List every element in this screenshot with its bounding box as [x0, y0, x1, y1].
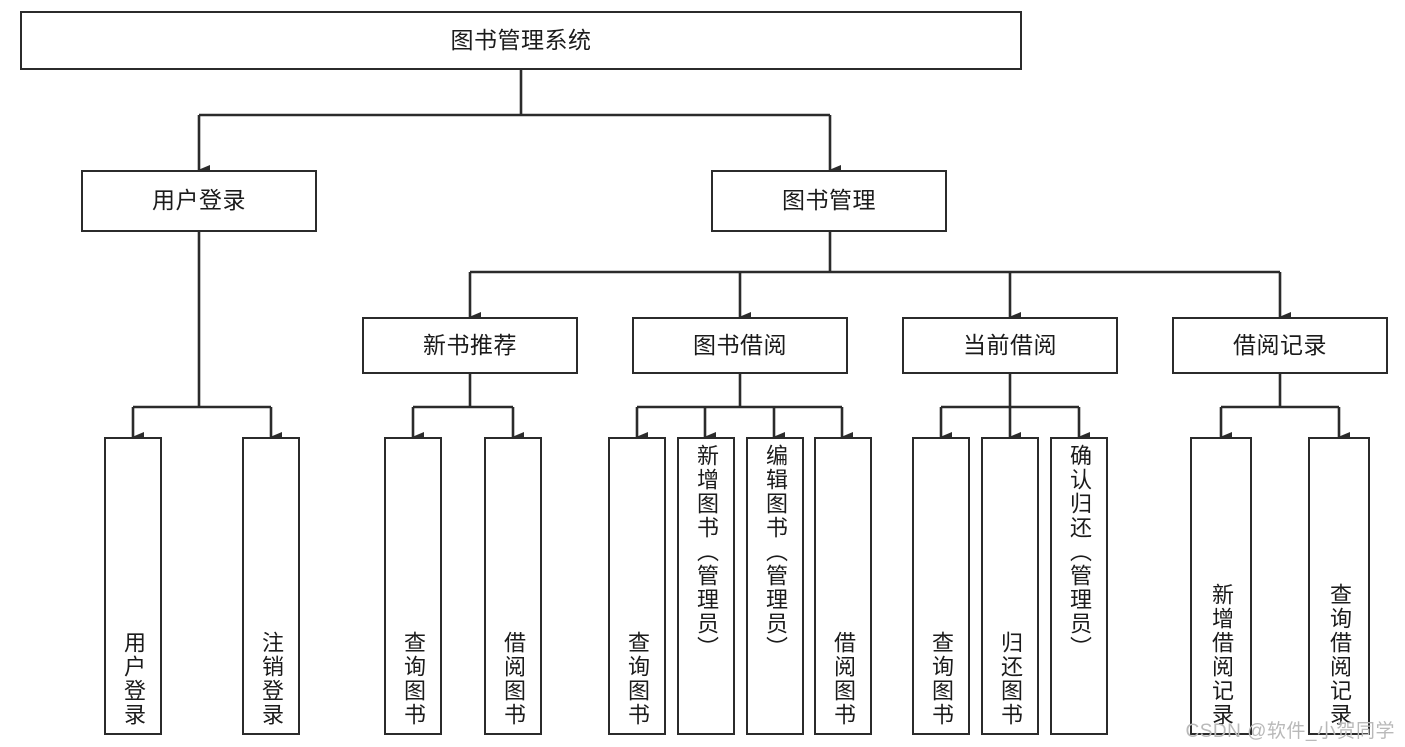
node-new-book-recommend[interactable]: 新书推荐: [362, 317, 578, 374]
leaf-borrow-record-add[interactable]: 新增借阅记录: [1190, 437, 1252, 735]
leaf-new-book-borrow[interactable]: 借阅图书: [484, 437, 542, 735]
leaf-book-borrow-borrow[interactable]: 借阅图书: [814, 437, 872, 735]
node-label: 查询图书: [401, 631, 426, 727]
node-borrow-record[interactable]: 借阅记录: [1172, 317, 1388, 374]
leaf-book-borrow-edit[interactable]: 编辑图书（管理员）: [746, 437, 804, 735]
node-label: 确认归还（管理员）: [1067, 444, 1092, 660]
node-book-management[interactable]: 图书管理: [711, 170, 947, 232]
leaf-current-borrow-confirm-return[interactable]: 确认归还（管理员）: [1050, 437, 1108, 735]
leaf-new-book-query[interactable]: 查询图书: [384, 437, 442, 735]
node-label: 用户登录: [121, 631, 146, 727]
watermark: CSDN @软件_小贺同学: [1185, 721, 1395, 742]
node-label: 借阅图书: [501, 631, 526, 727]
leaf-borrow-record-query[interactable]: 查询借阅记录: [1308, 437, 1370, 735]
node-label: 图书管理系统: [450, 26, 592, 53]
node-label: 新增借阅记录: [1209, 583, 1234, 727]
node-book-borrow[interactable]: 图书借阅: [632, 317, 848, 374]
node-label: 归还图书: [998, 631, 1023, 727]
node-current-borrow[interactable]: 当前借阅: [902, 317, 1118, 374]
node-label: 查询图书: [625, 631, 650, 727]
node-label: 图书管理: [782, 187, 876, 214]
node-label: 新书推荐: [423, 331, 517, 358]
leaf-current-borrow-query[interactable]: 查询图书: [912, 437, 970, 735]
node-label: 借阅记录: [1233, 331, 1327, 358]
node-root-system[interactable]: 图书管理系统: [20, 11, 1022, 70]
leaf-book-borrow-add[interactable]: 新增图书（管理员）: [677, 437, 735, 735]
node-label: 用户登录: [152, 187, 246, 214]
node-label: 当前借阅: [963, 331, 1057, 358]
node-label: 编辑图书（管理员）: [763, 444, 788, 660]
node-label: 注销登录: [259, 631, 284, 727]
node-label: 查询图书: [929, 631, 954, 727]
leaf-current-borrow-return[interactable]: 归还图书: [981, 437, 1039, 735]
node-user-login[interactable]: 用户登录: [81, 170, 317, 232]
node-label: 借阅图书: [831, 631, 856, 727]
node-label: 查询借阅记录: [1327, 583, 1352, 727]
leaf-user-login-login[interactable]: 用户登录: [104, 437, 162, 735]
node-label: 图书借阅: [693, 331, 787, 358]
node-label: 新增图书（管理员）: [694, 444, 719, 660]
leaf-user-login-logout[interactable]: 注销登录: [242, 437, 300, 735]
leaf-book-borrow-query[interactable]: 查询图书: [608, 437, 666, 735]
